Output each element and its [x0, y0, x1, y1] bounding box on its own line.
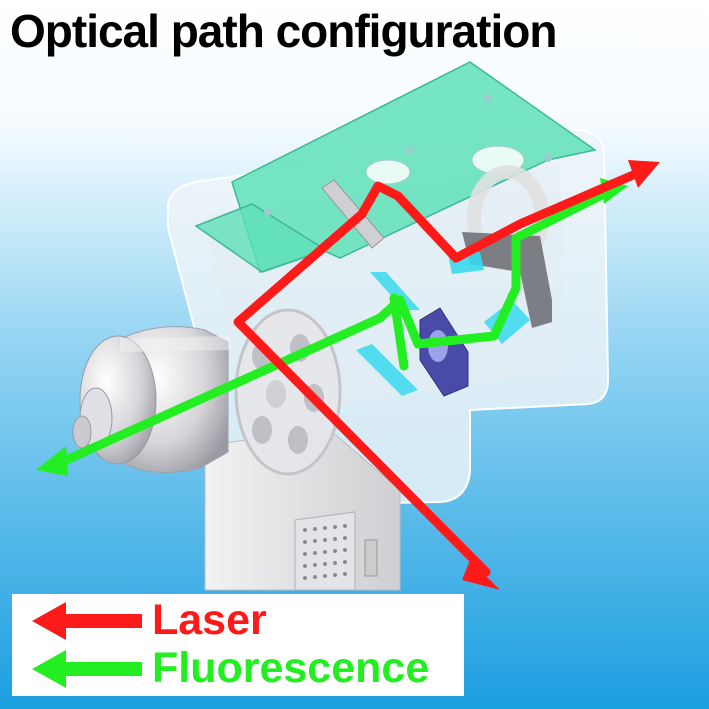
legend-label-fluorescence: Fluorescence	[152, 644, 429, 692]
legend-item-fluorescence: Fluorescence	[12, 644, 464, 694]
laser-arrow-icon	[32, 602, 144, 640]
page-title: Optical path configuration	[10, 4, 556, 58]
legend-item-laser: Laser	[12, 596, 464, 646]
fluorescence-arrow-icon	[32, 650, 144, 688]
legend: Laser Fluorescence	[12, 594, 464, 696]
legend-label-laser: Laser	[152, 596, 267, 644]
